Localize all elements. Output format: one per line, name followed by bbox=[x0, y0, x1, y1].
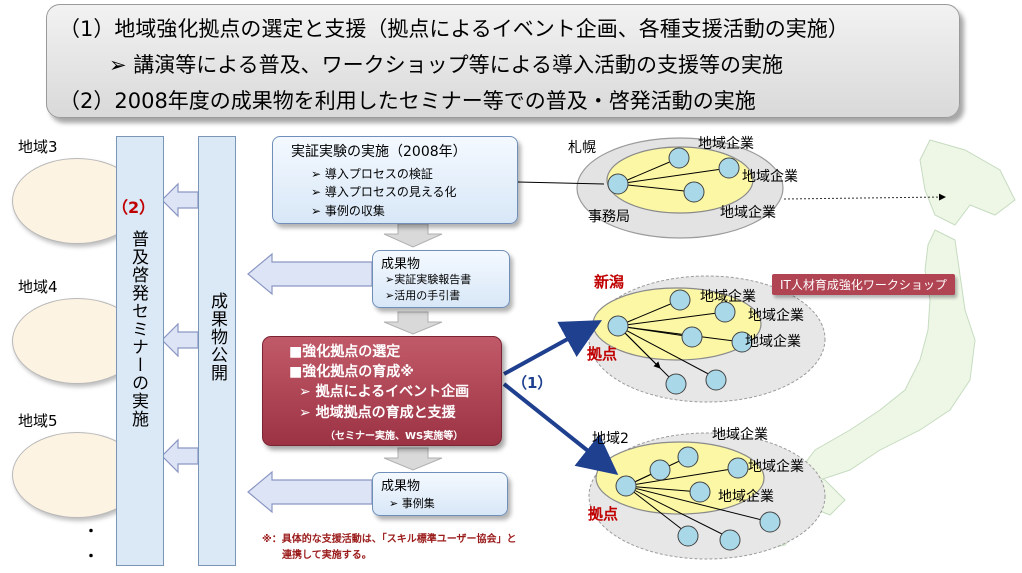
note-line: 連携して実施する。 bbox=[282, 550, 372, 561]
output-1-title: 成果物 bbox=[381, 257, 421, 272]
banner-line-2: ➢ 講演等による普及、ワークショップ等による導入活動の支援等の実施 bbox=[109, 53, 784, 77]
workshop-label: IT人材育成強化ワークショップ bbox=[772, 274, 955, 295]
top-banner: （1）地域強化拠点の選定と支援（拠点によるイベント企画、各種支援活動の実施） ➢… bbox=[46, 4, 960, 118]
publish-label: 成果物公開 bbox=[207, 292, 227, 382]
company-label: 地域企業 bbox=[742, 169, 798, 185]
banner-line-1: （1）地域強化拠点の選定と支援（拠点によるイベント企画、各種支援活動の実施） bbox=[59, 17, 849, 41]
note-line: ※：具体的な支援活動は、「スキル標準ユーザー協会」と bbox=[262, 534, 517, 545]
sapporo-label: 札幌 bbox=[568, 140, 596, 156]
ellipsis-dot: ・ bbox=[84, 549, 98, 565]
output-box-1: 成果物 ➢実証実験報告書 ➢活用の手引書 bbox=[372, 250, 510, 308]
demo-item: ➢ 導入プロセスの見える化 bbox=[311, 185, 457, 199]
ellipsis-dot: ・ bbox=[84, 524, 98, 540]
hub-item: ➢ 地域拠点の育成と支援 bbox=[299, 405, 456, 421]
banner-line-3: （2）2008年度の成果物を利用したセミナー等での普及・啓発活動の実施 bbox=[59, 89, 756, 113]
arrow-label-1: （1） bbox=[512, 374, 553, 392]
sapporo-office-label: 事務局 bbox=[588, 209, 630, 225]
output-box-2: 成果物 ➢ 事例集 bbox=[372, 472, 508, 516]
region2-label: 地域2 bbox=[592, 431, 629, 447]
company-label: 地域企業 bbox=[712, 427, 768, 443]
demo-item: ➢ 事例の収集 bbox=[311, 204, 385, 218]
output-2-title: 成果物 bbox=[381, 479, 421, 494]
region-label-4: 地域4 bbox=[18, 278, 58, 296]
hub-box: ■強化拠点の選定 ■強化拠点の育成※ ➢ 拠点によるイベント企画 ➢ 地域拠点の… bbox=[262, 336, 502, 446]
hub-item: ➢ 拠点によるイベント企画 bbox=[299, 384, 470, 400]
region2-hub-label: 拠点 bbox=[588, 505, 619, 523]
company-label: 地域企業 bbox=[698, 136, 754, 152]
demo-box-title: 実証実験の実施（2008年） bbox=[291, 144, 467, 160]
hub-item: ■強化拠点の育成※ bbox=[289, 364, 414, 380]
niigata-hub-label: 拠点 bbox=[587, 345, 618, 363]
seminar-tag: （2） bbox=[112, 198, 156, 217]
company-label: 地域企業 bbox=[748, 308, 804, 324]
publish-column bbox=[198, 136, 236, 566]
hub-item: ■強化拠点の選定 bbox=[289, 344, 401, 360]
region-label-3: 地域3 bbox=[18, 138, 58, 156]
company-label: 地域企業 bbox=[720, 205, 776, 221]
demo-box: 実証実験の実施（2008年） ➢ 導入プロセスの検証 ➢ 導入プロセスの見える化… bbox=[272, 136, 518, 224]
company-label: 地域企業 bbox=[745, 334, 801, 350]
niigata-label: 新潟 bbox=[594, 273, 625, 291]
seminar-column bbox=[116, 136, 164, 566]
output-2-item: ➢ 事例集 bbox=[389, 497, 435, 510]
company-label: 地域企業 bbox=[718, 489, 774, 505]
flow-down-arrows bbox=[383, 223, 443, 471]
hub-sub: （セミナー実施、WS実施等） bbox=[325, 431, 464, 442]
company-label: 地域企業 bbox=[748, 459, 804, 475]
demo-item: ➢ 導入プロセスの検証 bbox=[311, 167, 433, 181]
seminar-label: 普及啓発セミナーの実施 bbox=[128, 230, 148, 428]
region-label-5: 地域5 bbox=[18, 412, 58, 430]
company-label: 地域企業 bbox=[700, 289, 756, 305]
left-arrows bbox=[161, 182, 373, 514]
output-1-item: ➢実証実験報告書 bbox=[385, 273, 472, 286]
output-1-item: ➢活用の手引書 bbox=[385, 289, 461, 302]
